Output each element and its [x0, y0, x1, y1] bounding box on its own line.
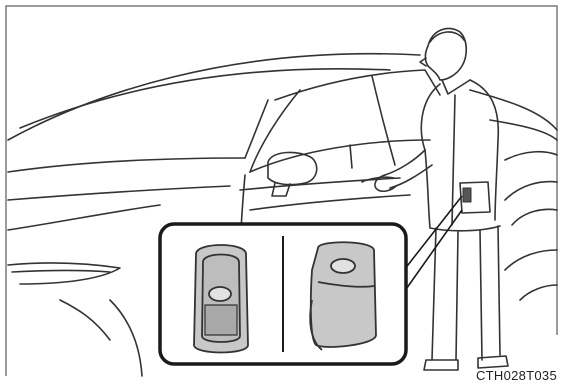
figure-code: CTH028T035 — [476, 368, 557, 383]
smart-key-illustration — [194, 245, 248, 353]
smart-key-inset — [160, 224, 406, 364]
smart-key-illustration — [310, 242, 376, 350]
callout-leader-lines — [404, 196, 462, 292]
